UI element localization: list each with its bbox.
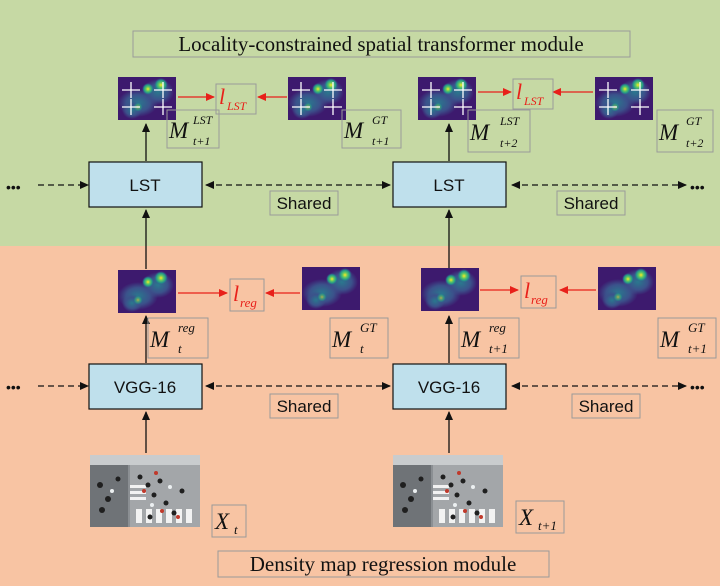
svg-text:M: M xyxy=(149,327,171,352)
svg-text:t+1: t+1 xyxy=(489,341,508,356)
svg-text:t+2: t+2 xyxy=(686,136,703,150)
loss-reg-2: l reg xyxy=(520,275,557,309)
svg-text:Locality-constrained spatial t: Locality-constrained spatial transformer… xyxy=(178,32,583,56)
shared-label-top-right: Shared xyxy=(556,190,626,216)
svg-text:l: l xyxy=(516,79,522,104)
svg-text:t+1: t+1 xyxy=(688,341,707,356)
label-m-lst-t2: M LST t+2 xyxy=(467,109,531,153)
label-m-reg-t: M reg t xyxy=(147,317,209,359)
svg-text:M: M xyxy=(168,118,190,143)
label-x-t1: X t+1 xyxy=(515,500,565,534)
ellipsis-left-bottom: ••• xyxy=(6,379,21,395)
heatmap-gt-t1-bottom xyxy=(598,267,656,310)
label-x-t: X t xyxy=(211,504,247,538)
svg-text:GT: GT xyxy=(372,113,389,127)
svg-text:GT: GT xyxy=(686,114,703,128)
svg-text:X: X xyxy=(214,509,230,534)
svg-text:VGG-16: VGG-16 xyxy=(418,378,480,397)
ellipsis-right-bottom: ••• xyxy=(690,379,705,395)
svg-text:LST: LST xyxy=(499,114,521,128)
lst-block-2: LST xyxy=(392,161,507,208)
svg-text:LST: LST xyxy=(523,94,545,108)
shared-label-top-middle: Shared xyxy=(269,190,339,216)
svg-text:Density map regression module: Density map regression module xyxy=(250,552,517,576)
label-m-gt-t1-bottom: M GT t+1 xyxy=(657,317,717,359)
heatmap-reg-t1 xyxy=(421,268,479,311)
svg-text:M: M xyxy=(343,118,365,143)
svg-text:t+1: t+1 xyxy=(538,518,557,533)
svg-text:M: M xyxy=(659,327,681,352)
ellipsis-left-top: ••• xyxy=(6,179,21,195)
svg-text:LST: LST xyxy=(129,176,160,195)
svg-text:M: M xyxy=(331,327,353,352)
heatmap-gt-t xyxy=(302,267,360,310)
svg-text:LST: LST xyxy=(226,99,248,113)
label-m-gt-t1-top: M GT t+1 xyxy=(341,109,402,149)
crowd-image-t1 xyxy=(393,455,503,527)
svg-text:LST: LST xyxy=(433,176,464,195)
svg-text:l: l xyxy=(233,281,239,306)
heatmap-lst-t2 xyxy=(418,77,476,120)
svg-text:Shared: Shared xyxy=(564,194,619,213)
svg-text:t: t xyxy=(234,522,238,537)
svg-text:reg: reg xyxy=(240,295,257,310)
svg-text:reg: reg xyxy=(531,292,548,307)
svg-text:X: X xyxy=(518,505,534,530)
shared-label-bottom-right: Shared xyxy=(571,393,641,419)
label-m-gt-t: M GT t xyxy=(329,317,389,359)
loss-lst-2: l LST xyxy=(512,78,554,110)
svg-text:M: M xyxy=(460,327,482,352)
svg-text:t+2: t+2 xyxy=(500,136,517,150)
svg-text:M: M xyxy=(658,120,680,145)
svg-text:reg: reg xyxy=(489,320,506,335)
svg-text:l: l xyxy=(524,278,530,303)
ellipsis-right-top: ••• xyxy=(690,179,705,195)
top-module-title: Locality-constrained spatial transformer… xyxy=(132,30,631,58)
svg-text:Shared: Shared xyxy=(579,397,634,416)
label-m-lst-t1: M LST t+1 xyxy=(166,109,220,149)
svg-text:t+1: t+1 xyxy=(372,134,389,148)
svg-text:reg: reg xyxy=(178,320,195,335)
svg-text:GT: GT xyxy=(360,320,377,335)
label-m-gt-t2: M GT t+2 xyxy=(656,109,714,153)
svg-text:l: l xyxy=(219,84,225,109)
svg-text:Shared: Shared xyxy=(277,194,332,213)
svg-text:t+1: t+1 xyxy=(193,134,210,148)
heatmap-gt-t2 xyxy=(595,77,653,120)
loss-reg-1: l reg xyxy=(229,278,265,312)
vgg-block-2: VGG-16 xyxy=(392,363,507,410)
svg-text:t: t xyxy=(360,341,364,356)
svg-text:VGG-16: VGG-16 xyxy=(114,378,176,397)
crowd-image-t xyxy=(90,455,200,527)
lst-block-1: LST xyxy=(88,161,203,208)
heatmap-reg-t xyxy=(118,270,176,313)
shared-label-bottom-middle: Shared xyxy=(269,393,339,419)
svg-text:M: M xyxy=(469,120,491,145)
bottom-module-title: Density map regression module xyxy=(217,550,550,578)
label-m-reg-t1: M reg t+1 xyxy=(458,317,520,359)
vgg-block-1: VGG-16 xyxy=(88,363,203,410)
heatmap-gt-t1-top xyxy=(288,77,346,120)
svg-text:GT: GT xyxy=(688,320,705,335)
svg-text:t: t xyxy=(178,341,182,356)
loss-lst-1: l LST xyxy=(215,83,257,115)
svg-text:LST: LST xyxy=(192,113,214,127)
svg-text:Shared: Shared xyxy=(277,397,332,416)
